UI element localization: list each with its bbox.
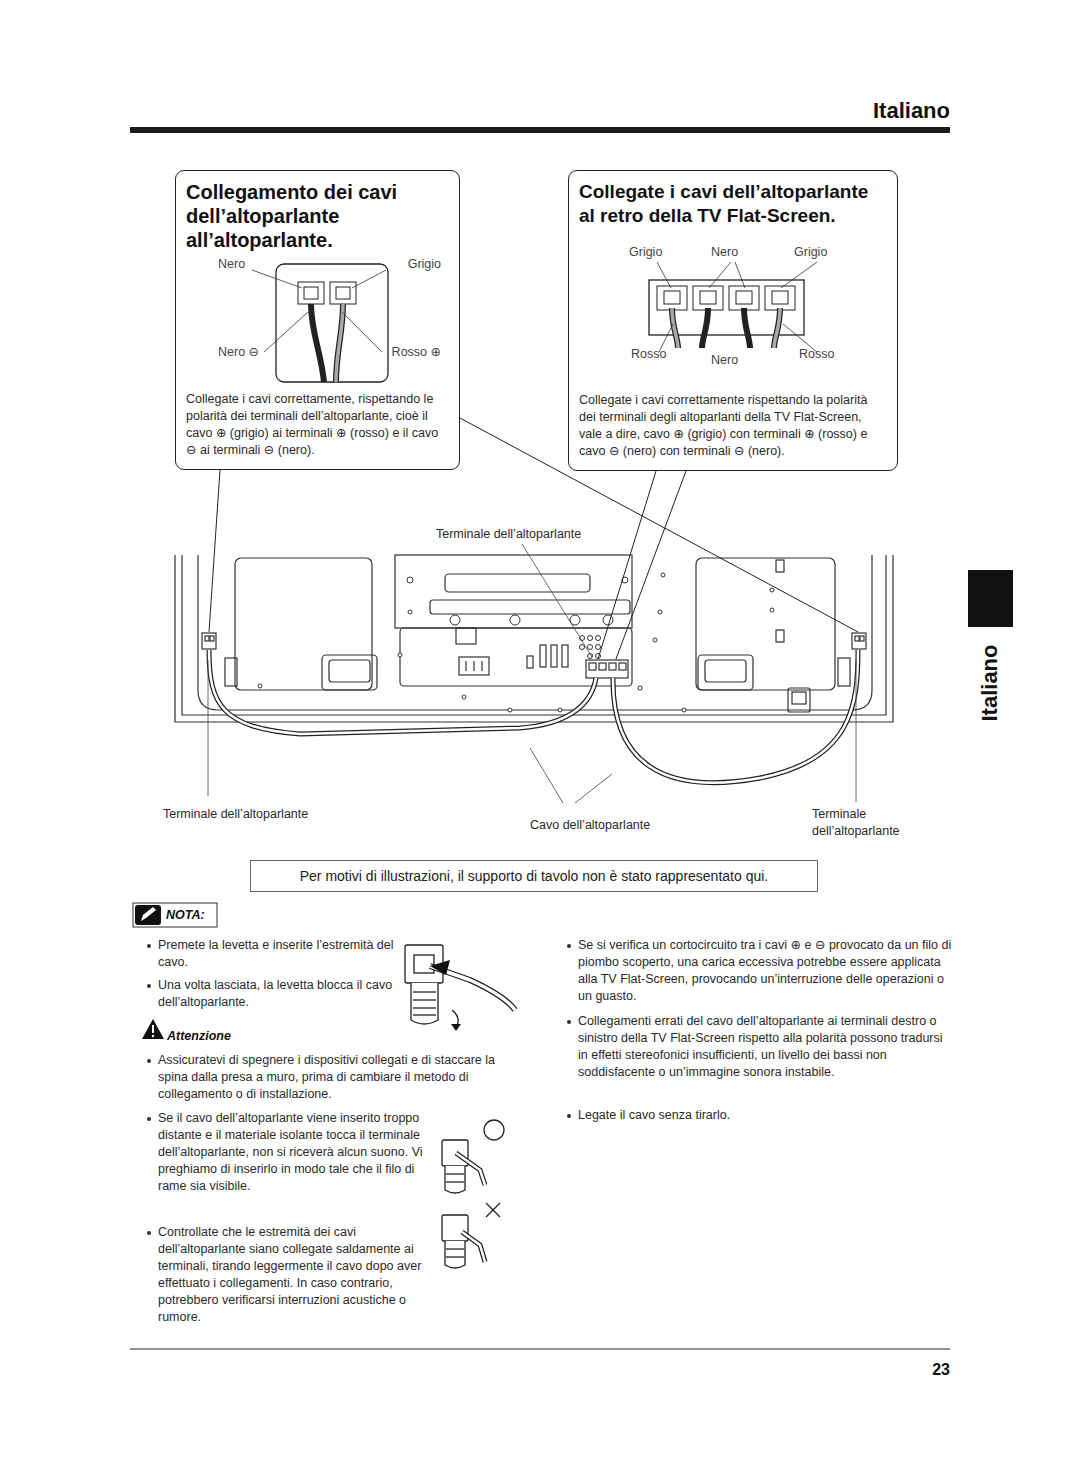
note-text: Legate il cavo senza tirarlo. xyxy=(578,1107,953,1124)
callout-leader xyxy=(616,471,686,659)
language-tab: Italiano xyxy=(977,628,1003,738)
terminal-color-label: Nero xyxy=(218,256,258,273)
callout-heading: Collegamento dei cavi dell’altoparlante … xyxy=(186,180,449,252)
terminal-color-label: Grigio xyxy=(794,244,844,261)
note-text: Per motivi di illustrazioni, il supporto… xyxy=(259,867,809,885)
bullet xyxy=(567,944,571,948)
callout-body: Collegate i cavi correttamente, rispetta… xyxy=(186,391,449,459)
callout-leader xyxy=(209,470,220,632)
warning-icon xyxy=(142,1019,164,1039)
bullet xyxy=(147,984,151,988)
tv-back xyxy=(130,127,1013,1349)
note-text: Collegamenti errati del cavo dell’altopa… xyxy=(578,1013,953,1081)
terminal-color-label: Nero ⊖ xyxy=(218,344,278,361)
leader-lines xyxy=(208,544,856,803)
terminal-color-label: Rosso ⊕ xyxy=(371,344,441,361)
note-text: Premete la levetta e inserite l’estremit… xyxy=(158,937,398,971)
part-label: Cavo dell’altoparlante xyxy=(530,817,690,834)
bullet xyxy=(147,1059,151,1063)
part-label: Terminale dell’altoparlante xyxy=(436,526,616,543)
callout-body: Collegate i cavi correttamente rispettan… xyxy=(579,392,887,460)
terminal-inset: GrigioNeroGrigioRossoNeroRosso xyxy=(579,228,887,388)
speaker-cable xyxy=(209,650,858,783)
screw-holes xyxy=(258,573,774,712)
part-label: Terminale dell’altoparlante xyxy=(163,806,353,823)
bullet xyxy=(567,1114,571,1118)
part-label: 23 xyxy=(850,1360,950,1379)
note-box: Per motivi di illustrazioni, il supporto… xyxy=(250,860,818,892)
note-text: Controllate che le estremità dei cavi de… xyxy=(158,1224,426,1326)
terminal-color-label: Rosso xyxy=(631,346,681,363)
terminal-color-label: Grigio xyxy=(381,256,441,273)
note-text: Se il cavo dell’altoparlante viene inser… xyxy=(158,1110,426,1195)
bullet xyxy=(567,1020,571,1024)
page-heading: Italiano xyxy=(630,98,950,124)
callout-box: Collegate i cavi dell’altoparlante al re… xyxy=(568,170,898,471)
part-label: Terminale dell’altoparlante xyxy=(812,806,924,840)
terminal-color-label: Grigio xyxy=(629,244,679,261)
callout-heading: Collegate i cavi dell’altoparlante al re… xyxy=(579,180,887,228)
part-label: NOTA: xyxy=(166,907,216,924)
bullet xyxy=(147,944,151,948)
part-label: Attenzione xyxy=(167,1028,267,1045)
terminal-inset: Nero GrigioNero ⊖ Rosso ⊕ xyxy=(186,252,449,387)
lever-terminal xyxy=(405,945,515,1031)
note-text: Assicuratevi di spegnere i dispositivi c… xyxy=(158,1052,520,1103)
note-icon xyxy=(133,903,217,927)
bullet xyxy=(147,1117,151,1121)
wire-insertion-examples xyxy=(442,1120,504,1268)
terminal-color-label: Rosso xyxy=(799,346,849,363)
terminal-color-label: Nero xyxy=(711,244,751,261)
terminal-color-label: Nero xyxy=(711,352,751,369)
bullet xyxy=(147,1231,151,1235)
callout-box: Collegamento dei cavi dell’altoparlante … xyxy=(175,170,460,470)
note-text: Se si verifica un cortocircuito tra i ca… xyxy=(578,937,953,1005)
note-text: Una volta lasciata, la levetta blocca il… xyxy=(158,977,398,1011)
terminal-picture xyxy=(186,252,451,387)
